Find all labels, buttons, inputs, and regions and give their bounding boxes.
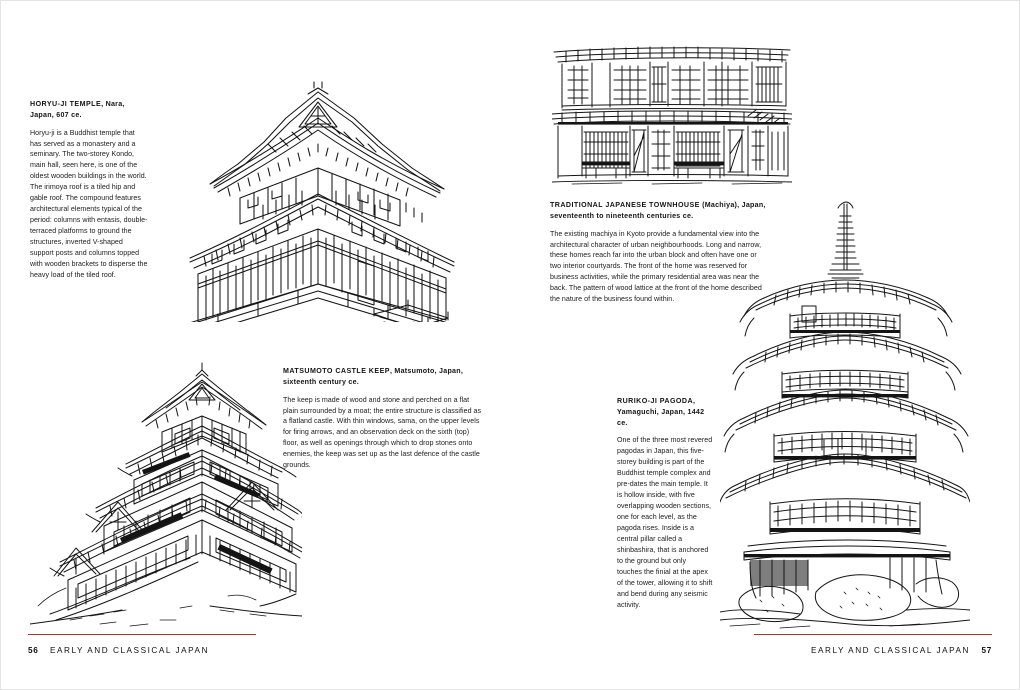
running-head-left: EARLY AND CLASSICAL JAPAN	[50, 646, 210, 655]
japanese-townhouse-illustration	[552, 36, 792, 188]
caption-matsumoto-heading-upper: MATSUMOTO CASTLE KEEP	[283, 367, 390, 375]
caption-matsumoto: MATSUMOTO CASTLE KEEP, Matsumoto, Japan,…	[283, 366, 483, 471]
caption-machiya-heading-upper: TRADITIONAL JAPANESE TOWNHOUSE	[550, 201, 700, 209]
caption-horyuji-heading: HORYU-JI TEMPLE, Nara, Japan, 607 ce.	[30, 99, 148, 121]
matsumoto-castle-keep-illustration	[30, 348, 302, 628]
caption-horyuji-heading-upper: HORYU-JI TEMPLE	[30, 100, 102, 108]
caption-machiya-heading-rest: (Machiya), Japan, seventeenth to ninetee…	[550, 201, 766, 220]
footer-rule	[28, 634, 256, 636]
page-number-left: 56	[28, 646, 39, 655]
ruriko-ji-pagoda-illustration	[720, 200, 970, 630]
caption-machiya: TRADITIONAL JAPANESE TOWNHOUSE (Machiya)…	[550, 200, 768, 305]
caption-rurikoji: RURIKO-JI PAGODA, Yamaguchi, Japan, 1442…	[617, 396, 713, 611]
left-page: HORYU-JI TEMPLE, Nara, Japan, 607 ce. Ho…	[28, 72, 483, 660]
caption-matsumoto-heading: MATSUMOTO CASTLE KEEP, Matsumoto, Japan,…	[283, 366, 483, 388]
caption-rurikoji-heading-rest: , Yamaguchi, Japan, 1442 ce.	[617, 397, 705, 427]
footer-right-text: EARLY AND CLASSICAL JAPAN 57	[811, 646, 992, 655]
caption-matsumoto-heading-rest: , Matsumoto, Japan, sixteenth century ce…	[283, 367, 464, 386]
caption-rurikoji-heading: RURIKO-JI PAGODA, Yamaguchi, Japan, 1442…	[617, 396, 713, 428]
caption-horyuji-body: Horyu-ji is a Buddhist temple that has s…	[30, 128, 148, 279]
horyu-ji-temple-illustration	[168, 72, 468, 322]
caption-rurikoji-heading-upper: RURIKO-JI PAGODA	[617, 397, 694, 405]
right-page: TRADITIONAL JAPANESE TOWNHOUSE (Machiya)…	[510, 0, 1020, 690]
caption-rurikoji-body: One of the three most revered pagodas in…	[617, 436, 713, 609]
running-head-right: EARLY AND CLASSICAL JAPAN	[810, 646, 970, 655]
caption-horyuji-heading-rest: , Nara, Japan, 607 ce.	[30, 100, 125, 119]
footer-left-text: 56 EARLY AND CLASSICAL JAPAN	[28, 646, 209, 655]
caption-horyuji: HORYU-JI TEMPLE, Nara, Japan, 607 ce. Ho…	[30, 99, 148, 281]
caption-machiya-body: The existing machiya in Kyoto provide a …	[550, 229, 762, 304]
caption-matsumoto-body: The keep is made of wood and stone and p…	[283, 395, 482, 470]
footer-left-page: 56 EARLY AND CLASSICAL JAPAN	[28, 634, 256, 660]
page-number-right: 57	[981, 646, 992, 655]
footer-right-page: EARLY AND CLASSICAL JAPAN 57	[754, 634, 992, 660]
caption-machiya-heading: TRADITIONAL JAPANESE TOWNHOUSE (Machiya)…	[550, 200, 768, 222]
footer-rule	[754, 634, 992, 636]
